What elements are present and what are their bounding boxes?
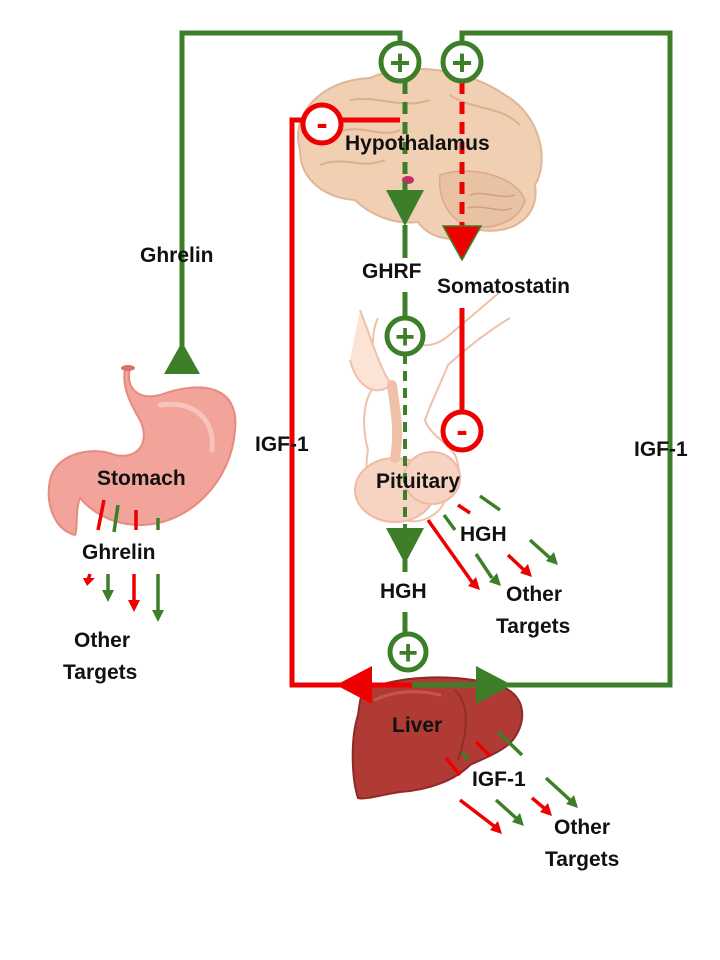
hypothalamus-label: Hypothalamus [345,132,490,155]
pituitary-label: Pituitary [376,470,460,493]
hgh-main-label: HGH [380,580,427,603]
igf1-left-label: IGF-1 [255,433,309,456]
ghrelin-up-arrowhead [164,342,200,374]
pituitary-other-targets-line2: Targets [496,615,570,638]
liver-arrowhead [512,813,524,826]
igf1-release-label: IGF-1 [472,768,526,791]
hgh-release-label: HGH [460,523,507,546]
stomach-other-targets-line2: Targets [63,661,137,684]
liver-other-targets-line2: Targets [545,848,619,871]
pituitary-somatostatin-minus-sign: - [440,409,484,453]
pituitary-arrowhead [489,573,501,586]
liver-arrowhead [490,821,502,834]
svg-text:+: + [451,42,472,83]
liver-arrowhead [566,795,578,808]
igf1-right-label: IGF-1 [634,438,688,461]
igf1-right-arrowhead [476,666,512,704]
ghrelin-feedback-pathway [179,30,403,372]
stomach-illustration [47,365,237,537]
stomach-arrowhead [128,600,140,612]
stomach-arrowhead [102,590,114,602]
stomach-release-arrows [86,499,160,612]
somatostatin-down-arrowhead [441,225,483,262]
somatostatin-label: Somatostatin [437,275,570,298]
pituitary-arrowhead [546,552,558,565]
pituitary-release-arrows [426,494,552,584]
ghrelin-loop-label: Ghrelin [140,244,214,267]
hgh-down-arrowhead [386,528,424,564]
pituitary-other-targets-line1: Other [506,583,562,606]
stomach-arrowhead [83,578,95,586]
hypothalamus-igf1-minus-sign: - [300,102,344,146]
svg-text:-: - [456,412,467,450]
svg-text:+: + [398,634,418,672]
ghrelin-release-label: Ghrelin [82,541,156,564]
liver-release-arrows [444,730,572,828]
stomach-arrowhead [152,610,164,622]
svg-text:-: - [316,105,327,143]
hypothalamus-igf1-plus-sign: + [440,40,484,84]
svg-text:+: + [395,318,415,356]
pituitary-ghrf-plus-sign: + [384,315,426,357]
igf1-left-arrowhead [336,666,372,704]
pituitary-arrowhead [520,564,532,577]
pituitary-arrowhead [468,577,480,590]
liver-other-targets-line1: Other [554,816,610,839]
liver-label: Liver [392,714,442,737]
svg-text:+: + [389,42,410,83]
ghrf-label: GHRF [362,260,422,283]
ghrf-down-arrowhead [386,190,424,226]
igf1-positive-feedback-pathway [412,30,673,688]
stomach-other-targets-line1: Other [74,629,130,652]
liver-hgh-plus-sign: + [387,631,429,673]
stomach-label: Stomach [97,467,186,490]
liver-arrowhead [540,803,552,816]
hypothalamus-ghrelin-plus-sign: + [378,40,422,84]
